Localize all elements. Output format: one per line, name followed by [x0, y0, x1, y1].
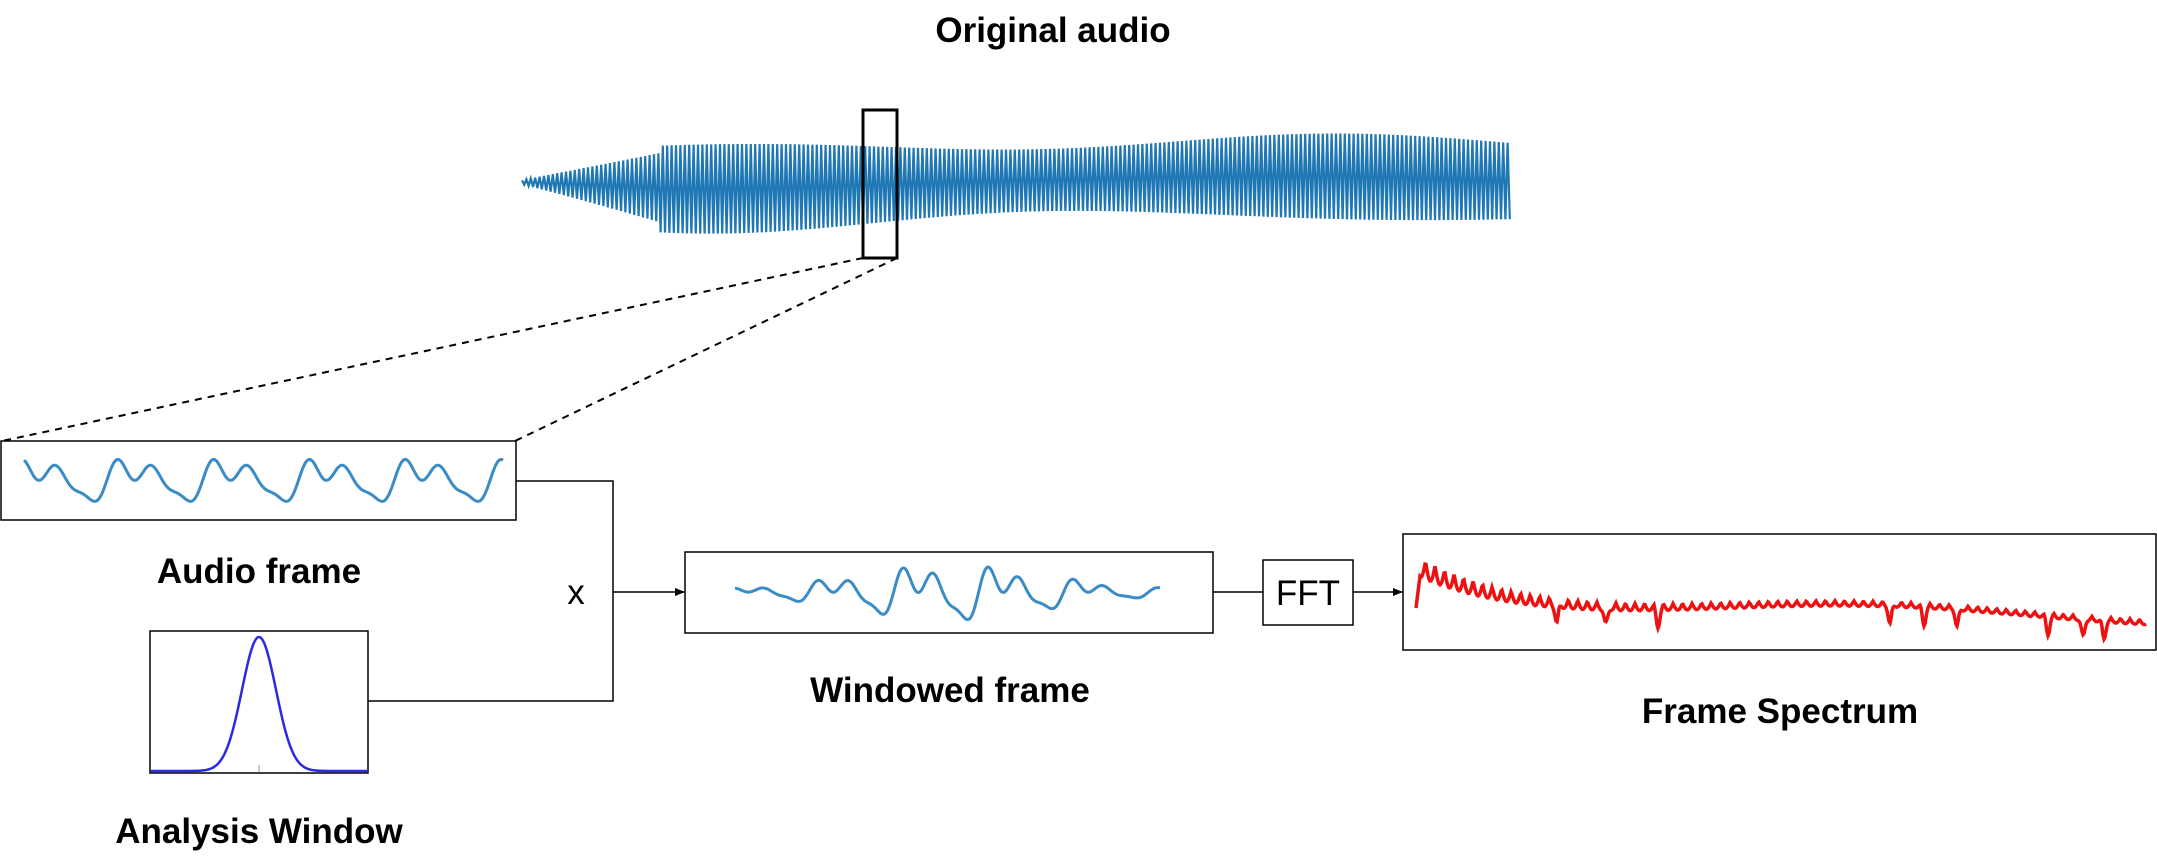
- audio-frame-curve: [22, 458, 504, 503]
- fft-label: FFT: [1276, 574, 1340, 613]
- frame-spectrum-label: Frame Spectrum: [1642, 692, 1918, 731]
- analysis-window-box: [149, 630, 369, 774]
- analysis-window-label: Analysis Window: [115, 812, 403, 851]
- original-audio-waveform: [521, 133, 1511, 234]
- zoom-line-right: [514, 257, 898, 442]
- frame-selection-box: [861, 108, 899, 260]
- audio-frame-label: Audio frame: [157, 552, 361, 591]
- original-audio-title: Original audio: [935, 11, 1170, 50]
- zoom-line-left: [1, 257, 864, 442]
- multiply-symbol: x: [567, 573, 585, 612]
- windowed-frame-box: [684, 551, 1214, 634]
- frame-spectrum-box: [1402, 533, 2157, 651]
- windowed-frame-curve: [734, 565, 1161, 622]
- merge-connector: [368, 480, 614, 702]
- analysis-window-curve: [151, 635, 367, 773]
- windowed-frame-label: Windowed frame: [810, 671, 1090, 710]
- fft-box: [1262, 559, 1354, 626]
- audio-frame-box: [0, 440, 517, 521]
- frame-spectrum-curve: [1414, 562, 2147, 644]
